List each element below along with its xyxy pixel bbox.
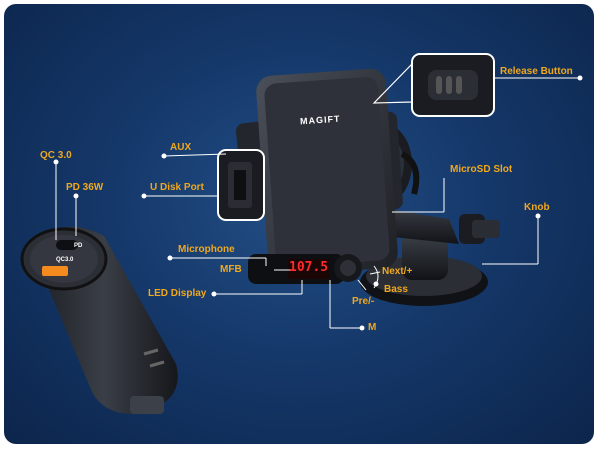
led-display-reading: 107.5 [289, 260, 329, 275]
release-button-inset [372, 53, 495, 117]
label-qc: QC 3.0 [40, 150, 72, 161]
car-charger [20, 226, 178, 414]
callout-lines [55, 77, 580, 329]
label-bass: Bass [384, 284, 408, 295]
type-c-port [56, 240, 78, 250]
label-release-button: Release Button [500, 66, 573, 77]
label-next: Next/+ [382, 266, 413, 277]
label-u-disk-port: U Disk Port [150, 182, 204, 193]
label-pre: Pre/- [352, 296, 375, 307]
label-m: M [368, 322, 377, 333]
label-pd: PD 36W [66, 182, 104, 193]
type-c-port-label: PD [74, 243, 83, 249]
usb-a-port-label: QC3.0 [56, 257, 74, 263]
label-microphone: Microphone [178, 244, 235, 255]
usb-a-port [42, 266, 68, 276]
product-illustration [20, 53, 583, 414]
label-knob: Knob [524, 202, 550, 213]
label-aux: AUX [170, 142, 192, 153]
usb-port-inset [217, 149, 265, 221]
label-microsd-slot: MicroSD Slot [450, 164, 513, 175]
label-led-display: LED Display [148, 288, 207, 299]
product-callout-canvas: MAGIFT 107.5 PD QC3.0 Release Button AUX… [4, 4, 594, 444]
phone-holder-plate [256, 68, 398, 276]
display-bar [248, 254, 344, 284]
suction-base [360, 232, 488, 306]
label-mfb: MFB [220, 264, 242, 275]
